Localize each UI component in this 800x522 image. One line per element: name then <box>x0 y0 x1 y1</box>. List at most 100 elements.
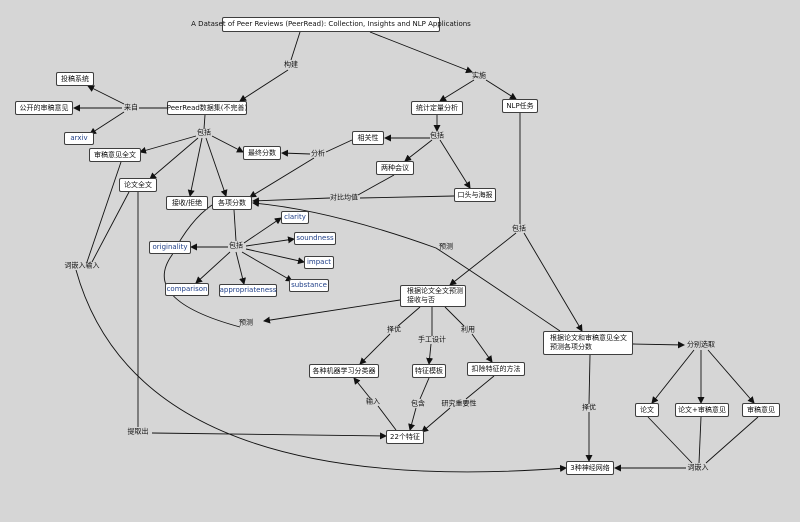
edge-twoconf-contrast <box>357 174 395 196</box>
edge-include4-soundness <box>245 236 295 247</box>
final-score-node[interactable]: 最终分数 <box>243 146 281 160</box>
edge-analysis-final <box>281 149 311 157</box>
label-word-embed-input-2: 词嵌入 <box>687 463 709 472</box>
edge-wordembed-nn3 <box>75 269 567 473</box>
edge-build-peerread <box>239 69 289 102</box>
arxiv-node[interactable]: arxiv <box>64 132 94 145</box>
label-word-embed-input-1: 词嵌入输入 <box>64 261 100 270</box>
edge-predictaspects-select <box>632 341 685 349</box>
comparison-node[interactable]: comparison <box>165 283 209 296</box>
review-fulltext-node[interactable]: 审稿意见全文 <box>89 148 141 162</box>
edge-include4-clarity <box>243 217 282 244</box>
edge-paper-wordembed <box>91 191 130 263</box>
edge-include3-predictaspects <box>523 232 583 332</box>
label-include-1: 包括 <box>197 128 211 137</box>
label-contain: 包含 <box>411 399 425 408</box>
edge-include4-comparison <box>195 251 231 284</box>
nn3-node[interactable]: 3种神经网络 <box>566 461 614 475</box>
edge-manual-templates <box>426 343 434 365</box>
edge-peerread-include1 <box>203 114 206 130</box>
edge-title-implement <box>369 31 473 74</box>
label-contrast: 对比均值 <box>330 193 358 202</box>
edge-contain-features <box>408 407 417 431</box>
appropriateness-node[interactable]: appropriateness <box>219 284 277 297</box>
edge-implement-stat <box>439 79 475 102</box>
edge-include4-appropriateness <box>235 251 246 285</box>
submission-system-node[interactable]: 投稿系统 <box>56 72 94 86</box>
edge-ablation-study <box>465 375 495 400</box>
ablation-node[interactable]: 扣除特征的方法 <box>467 362 525 376</box>
impact-node[interactable]: impact <box>304 256 334 269</box>
predict-aspects-node[interactable]: 根据论文和审稿意见全文 预测各项分数 <box>543 331 633 355</box>
title-node[interactable]: A Dataset of Peer Reviews (PeerRead): Co… <box>191 17 471 32</box>
edge-implement-nlp <box>485 79 517 100</box>
nlp-tasks-node[interactable]: NLP任务 <box>502 99 538 113</box>
edge-title-build <box>290 31 301 61</box>
edge-include4-substance <box>241 251 293 282</box>
edge-include2-oralposter <box>439 139 471 189</box>
edge-review-embed <box>705 416 759 464</box>
label-prefer-2: 择优 <box>582 403 596 412</box>
accept-reject-node[interactable]: 接收/拒绝 <box>166 196 208 210</box>
soundness-node[interactable]: soundness <box>294 232 336 245</box>
edge-paperreview-embed <box>698 416 702 464</box>
edge-features-input <box>377 405 397 431</box>
label-prefer-1: 择优 <box>387 325 401 334</box>
review-node[interactable]: 审稿意见 <box>742 403 780 417</box>
edge-correlation-analysis <box>325 139 353 153</box>
oral-poster-node[interactable]: 口头与海报 <box>454 188 496 202</box>
feature-templates-node[interactable]: 特征模板 <box>412 364 446 378</box>
aspect-scores-node[interactable]: 各项分数 <box>212 196 252 210</box>
edge-prefer-ml <box>359 333 391 365</box>
clarity-node[interactable]: clarity <box>281 211 309 224</box>
label-include-3: 包括 <box>512 224 526 233</box>
edge-include2-twoconf <box>404 139 433 162</box>
ml-classifiers-node[interactable]: 各种机器学习分类器 <box>309 364 379 378</box>
paper-fulltext-node[interactable]: 论文全文 <box>119 178 157 192</box>
edge-input-ml <box>353 377 371 399</box>
edge-select-review <box>707 349 755 404</box>
edge-predictaccept-predict2 <box>263 299 401 324</box>
edge-templates-contain <box>419 377 430 400</box>
edge-predict1 <box>252 200 561 332</box>
correlation-node[interactable]: 相关性 <box>352 131 384 145</box>
label-select-each: 分别选取 <box>687 340 715 349</box>
edge-include1-accept <box>187 137 203 197</box>
edge-predictaccept-prefer <box>397 306 421 327</box>
label-implement: 实施 <box>472 71 486 80</box>
label-use: 利用 <box>461 325 475 334</box>
paper-review-node[interactable]: 论文+审稿意见 <box>675 403 729 417</box>
peerread-node[interactable]: PeerRead数据集(不完善) <box>167 101 247 115</box>
paper-node[interactable]: 论文 <box>635 403 659 417</box>
edge-contrast-aspects <box>252 197 331 205</box>
label-build: 构建 <box>284 60 298 69</box>
label-predict-2: 预测 <box>239 318 253 327</box>
edge-include1-review <box>139 135 197 154</box>
stat-analysis-node[interactable]: 统计定量分析 <box>411 101 463 115</box>
edge-paper-embed <box>647 416 693 464</box>
substance-node[interactable]: substance <box>289 279 329 292</box>
edge-predict2-aspects <box>163 204 241 328</box>
edge-include3-predictaccept <box>449 232 517 286</box>
edge-source-submission <box>87 85 125 105</box>
edge-source-arxiv <box>89 111 125 135</box>
two-conferences-node[interactable]: 两种会议 <box>376 161 414 175</box>
label-include-4: 包括 <box>229 241 243 250</box>
edge-oralposter-contrast <box>359 195 455 199</box>
label-analysis: 分析 <box>311 149 325 158</box>
edge-review-wordembed <box>86 161 122 263</box>
public-reviews-node[interactable]: 公开的审稿意见 <box>15 101 73 115</box>
predict-accept-node[interactable]: 根据论文全文预测 接收与否 <box>400 285 466 307</box>
edge-select-paper <box>651 349 695 404</box>
edge-use-ablation <box>471 333 493 363</box>
edge-extract-features <box>151 432 387 440</box>
label-include-2: 包括 <box>430 131 444 140</box>
features22-node[interactable]: 22个特征 <box>386 430 424 444</box>
edge-predictaspects-prefer2 <box>588 354 591 405</box>
edge-include1-paper <box>149 137 199 180</box>
edge-study-features <box>421 407 451 433</box>
label-input: 输入 <box>366 397 380 406</box>
label-study-importance: 研究重要性 <box>441 399 477 408</box>
originality-node[interactable]: originality <box>149 241 191 254</box>
